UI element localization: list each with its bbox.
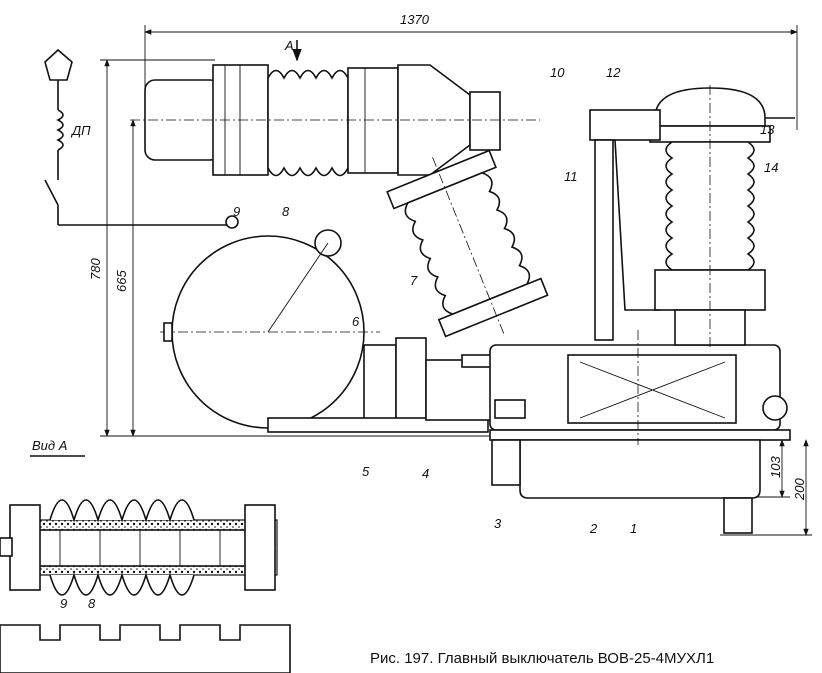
view-a-label: Вид А: [32, 438, 67, 453]
frame: [267, 354, 493, 433]
drive-mechanism-box: [489, 330, 791, 534]
part-labels: 1370 A ДП 780 665 103 200 Вид А 1 2 3 4 …: [32, 12, 807, 667]
view-a-detail: [0, 455, 291, 673]
dim-1370: 1370: [400, 12, 430, 27]
part-2: 2: [589, 521, 598, 536]
part-13: 13: [760, 122, 775, 137]
vertical-insulator: [589, 85, 795, 350]
dimension-1370: [144, 25, 798, 130]
part-6: 6: [352, 314, 360, 329]
air-tank: [160, 229, 427, 429]
dimension-780-665: [100, 59, 500, 437]
dim-665: 665: [114, 270, 129, 292]
dim-103: 103: [768, 456, 783, 478]
part-8: 8: [282, 204, 290, 219]
part-9: 9: [233, 204, 240, 219]
part-12: 12: [606, 65, 621, 80]
part-5: 5: [362, 464, 370, 479]
part-1: 1: [630, 521, 637, 536]
part-3: 3: [494, 516, 502, 531]
part-11: 11: [564, 169, 578, 184]
relay-circuit: [44, 48, 239, 229]
part-14: 14: [764, 160, 778, 175]
dim-780: 780: [88, 258, 103, 280]
detail-part-8: 8: [88, 596, 96, 611]
detail-part-9: 9: [60, 596, 67, 611]
figure-caption: Рис. 197. Главный выключатель ВОВ-25-4МУ…: [370, 650, 714, 667]
horizontal-insulator-chamber: [130, 40, 540, 177]
dim-200: 200: [792, 478, 807, 501]
view-marker-a: A: [284, 38, 294, 53]
part-4: 4: [422, 466, 429, 481]
inclined-insulator: [386, 149, 549, 338]
relay-label: ДП: [70, 123, 91, 138]
part-7: 7: [410, 273, 418, 288]
part-10: 10: [550, 65, 565, 80]
